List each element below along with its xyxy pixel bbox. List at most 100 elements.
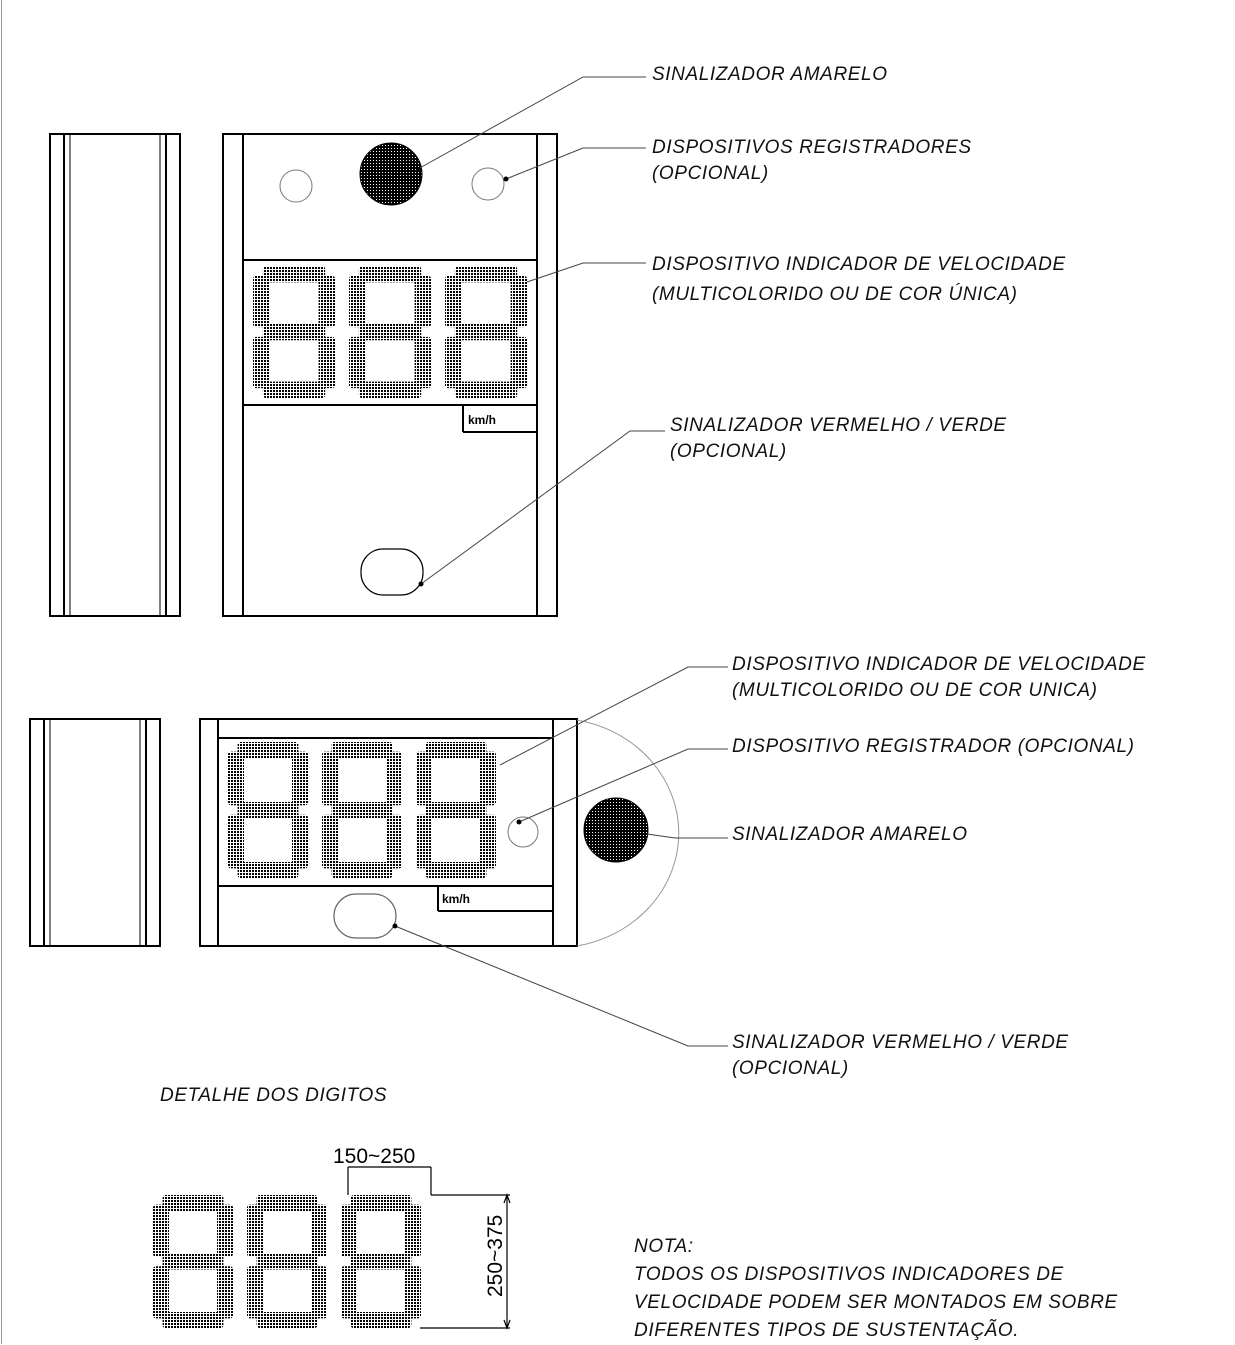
bottom-yellow-lamp	[583, 797, 649, 863]
digit-segment	[350, 1195, 412, 1211]
digit-segment	[358, 323, 422, 341]
top-recorders-line2: (OPCIONAL)	[652, 163, 769, 184]
digit-segment	[386, 751, 402, 806]
bottom-red-green-label: SINALIZADOR VERMELHO / VERDE (OPCIONAL)	[732, 1030, 1069, 1082]
digit-segment	[349, 336, 366, 389]
bottom-red-green-line1: SINALIZADOR VERMELHO / VERDE	[732, 1032, 1069, 1053]
bottom-unit-label: km/h	[442, 892, 470, 906]
top-red-green-label: SINALIZADOR VERMELHO / VERDE (OPCIONAL)	[670, 413, 1007, 465]
digits-detail-title: DETALHE DOS DIGITOS	[160, 1085, 388, 1106]
digit-segment	[331, 742, 393, 758]
digit-segment	[247, 1266, 263, 1319]
digit-segment	[480, 814, 496, 869]
note-line2: VELOCIDADE PODEM SER MONTADOS EM SOBRE	[634, 1292, 1118, 1313]
digit-segment	[414, 275, 431, 328]
digit-segment	[153, 1266, 169, 1319]
bottom-speed-digits	[228, 742, 496, 878]
top-yellow-signal-label: SINALIZADOR AMARELO	[652, 64, 888, 85]
digit-segment	[153, 1204, 169, 1257]
digit-segment	[253, 336, 270, 389]
digit-segment	[405, 1266, 421, 1319]
height-dimension: 250~375	[484, 1215, 507, 1297]
digit-segment	[454, 266, 518, 283]
digit-segment	[414, 336, 431, 389]
digit-segment	[217, 1204, 233, 1257]
digit-segment	[311, 1266, 327, 1319]
bottom-yellow-signal-label: SINALIZADOR AMARELO	[732, 824, 968, 845]
digit-segment	[445, 336, 462, 389]
digit-segment	[416, 814, 432, 869]
digit-segment	[480, 751, 496, 806]
recorder-right-circle	[471, 167, 505, 201]
sun-visor-arc	[576, 719, 680, 947]
digit-segment	[262, 323, 326, 341]
digit-segment	[262, 381, 326, 398]
top-speed-indicator-label: DISPOSITIVO INDICADOR DE VELOCIDADE (MUL…	[652, 250, 1066, 310]
note-line1: TODOS OS DISPOSITIVOS INDICADORES DE	[634, 1264, 1064, 1285]
top-leader-dots	[416, 167, 509, 587]
width-dimension: 150~250	[333, 1145, 415, 1168]
digit-segment	[341, 1204, 357, 1257]
digit-segment	[318, 275, 335, 328]
detail-dimensions	[347, 1166, 511, 1330]
top-recorders-label: DISPOSITIVOS REGISTRADORES (OPCIONAL)	[652, 135, 972, 187]
note-title: NOTA:	[634, 1236, 694, 1257]
recorder-left-circle	[279, 169, 313, 203]
bottom-speed-indicator-line1: DISPOSITIVO INDICADOR DE VELOCIDADE	[732, 654, 1146, 675]
bottom-side-profile	[29, 718, 161, 947]
yellow-signal-lamp	[359, 142, 423, 206]
digit-segment	[292, 751, 308, 806]
digit-segment	[405, 1204, 421, 1257]
digit-segment	[510, 336, 527, 389]
digit-segment	[162, 1195, 224, 1211]
digit-segment	[350, 1253, 412, 1270]
top-speed-indicator-line2: (MULTICOLORIDO OU DE COR ÚNICA)	[652, 284, 1018, 305]
top-red-green-line1: SINALIZADOR VERMELHO / VERDE	[670, 415, 1007, 436]
top-leader-lines	[417, 76, 665, 585]
bottom-recorder-label: DISPOSITIVO REGISTRADOR (OPCIONAL)	[732, 736, 1135, 757]
digit-segment	[256, 1195, 318, 1211]
digit-segment	[237, 862, 299, 878]
top-panel	[222, 133, 558, 617]
digit-segment	[228, 751, 244, 806]
digit-segment	[237, 802, 299, 818]
top-side-profile	[49, 133, 181, 617]
digit-segment	[253, 275, 270, 328]
digit-segment	[237, 742, 299, 758]
note-block: NOTA: TODOS OS DISPOSITIVOS INDICADORES …	[634, 1233, 1118, 1345]
digit-segment	[322, 814, 338, 869]
digit-segment	[454, 381, 518, 398]
bottom-speed-indicator-line2: (MULTICOLORIDO OU DE COR UNICA)	[732, 680, 1098, 701]
top-unit-label: km/h	[468, 413, 496, 427]
digit-segment	[292, 814, 308, 869]
digit-segment	[454, 323, 518, 341]
digit-segment	[425, 862, 487, 878]
detail-digits	[153, 1195, 421, 1328]
bottom-recorder-circle	[507, 816, 539, 848]
red-green-lamp	[360, 548, 424, 596]
digit-segment	[331, 862, 393, 878]
digit-segment	[358, 266, 422, 283]
digit-segment	[247, 1204, 263, 1257]
bottom-red-green-line2: (OPCIONAL)	[732, 1058, 849, 1079]
digit-segment	[358, 381, 422, 398]
bottom-leader-dots	[392, 819, 522, 929]
top-recorders-line1: DISPOSITIVOS REGISTRADORES	[652, 137, 972, 158]
bottom-speed-indicator-label: DISPOSITIVO INDICADOR DE VELOCIDADE (MUL…	[732, 652, 1146, 704]
bottom-leader-lines	[394, 666, 728, 1047]
digit-segment	[386, 814, 402, 869]
digit-segment	[331, 802, 393, 818]
digit-segment	[256, 1253, 318, 1270]
digit-segment	[256, 1312, 318, 1328]
digit-segment	[318, 336, 335, 389]
digit-segment	[217, 1266, 233, 1319]
digit-segment	[350, 1312, 412, 1328]
digit-segment	[228, 814, 244, 869]
digit-segment	[445, 275, 462, 328]
digit-segment	[311, 1204, 327, 1257]
note-line3: DIFERENTES TIPOS DE SUSTENTAÇÃO.	[634, 1320, 1020, 1341]
digit-segment	[425, 742, 487, 758]
top-speed-digits	[253, 266, 527, 398]
